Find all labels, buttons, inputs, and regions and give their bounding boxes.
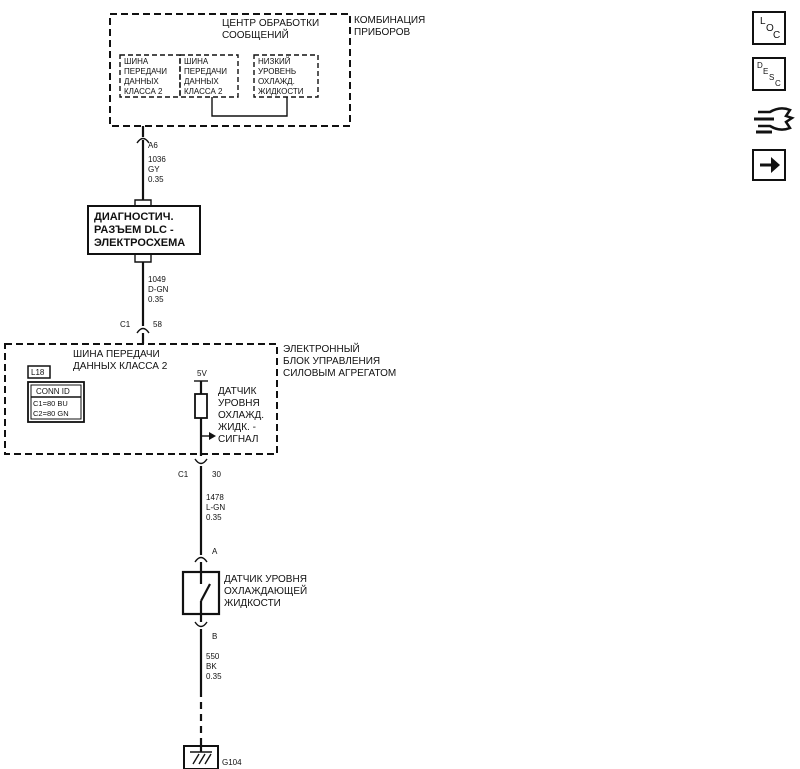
switch-blade xyxy=(200,583,211,602)
ecm-title: ЭЛЕКТРОННЫЙ БЛОК УПРАВЛЕНИЯ СИЛОВЫМ АГРЕ… xyxy=(283,342,396,379)
dlc-box xyxy=(87,205,201,255)
wire-3-label: 1478 L-GN 0.35 xyxy=(206,493,227,522)
ecm-top-pin: 58 xyxy=(153,320,162,329)
svg-text:L: L xyxy=(760,16,766,27)
arrow-right-icon[interactable] xyxy=(752,149,786,181)
sensor-top-arc xyxy=(194,556,208,563)
svg-text:O: O xyxy=(766,23,774,34)
conn-id-rows: C1=80 BU C2=80 GN xyxy=(33,399,70,418)
svg-text:E: E xyxy=(763,67,768,76)
cluster-pin-label: A6 xyxy=(148,141,158,150)
wire-4-label: 550 BK 0.35 xyxy=(206,652,222,681)
desc-button[interactable]: D E S C xyxy=(752,57,786,91)
ecm-top-arc xyxy=(136,327,150,334)
ecm-box xyxy=(4,343,278,455)
bus-label-1: ШИНА ПЕРЕДАЧИ ДАННЫХ КЛАССА 2 xyxy=(124,57,169,96)
ecm-bottom-pin: 30 xyxy=(212,470,221,479)
connector-icon[interactable] xyxy=(754,107,795,134)
signal-label: ДАТЧИК УРОВНЯ ОХЛАЖД. ЖИДК. - СИГНАЛ xyxy=(218,386,267,445)
svg-text:C: C xyxy=(775,79,781,88)
dlc-top-tab xyxy=(134,199,152,206)
ecm-top-connector: C1 xyxy=(120,320,131,329)
bus-box-2 xyxy=(179,54,239,98)
ref-box xyxy=(27,365,51,379)
sensor-pin-a: A xyxy=(212,547,218,556)
cluster-pin-arc xyxy=(136,137,150,144)
voltage-label: 5V xyxy=(197,369,207,378)
ground-label: G104 xyxy=(222,758,242,767)
wire-2-label: 1049 D-GN 0.35 xyxy=(148,275,171,304)
conn-id-outer xyxy=(27,381,85,423)
low-level-box xyxy=(253,54,319,98)
cluster-title: КОМБИНАЦИЯ ПРИБОРОВ xyxy=(354,15,428,38)
dlc-bottom-tab xyxy=(134,254,152,263)
ground-icon xyxy=(190,740,212,765)
svg-text:D: D xyxy=(757,61,763,70)
sensor-label: ДАТЧИК УРОВНЯ ОХЛАЖДАЮЩЕЙ ЖИДКОСТИ xyxy=(224,574,310,609)
low-level-label: НИЗКИЙ УРОВЕНЬ ОХЛАЖД. ЖИДКОСТИ xyxy=(258,57,304,96)
conn-id-inner xyxy=(30,384,82,420)
conn-id-title: CONN ID xyxy=(36,387,70,396)
message-center-label: ЦЕНТР ОБРАБОТКИ СООБЩЕНИЙ xyxy=(222,18,322,41)
ref-label: L18 xyxy=(31,368,45,377)
svg-text:S: S xyxy=(769,73,774,82)
internal-link xyxy=(211,97,288,117)
signal-arrow-head xyxy=(209,432,216,440)
bus-label-2: ШИНА ПЕРЕДАЧИ ДАННЫХ КЛАССА 2 xyxy=(184,57,229,96)
svg-text:C: C xyxy=(773,30,780,41)
ecm-bottom-arc xyxy=(194,458,208,465)
sensor-bottom-arc xyxy=(194,621,208,628)
ecm-bottom-connector: C1 xyxy=(178,470,189,479)
sensor-pin-b: B xyxy=(212,632,217,641)
wire-1-label: 1036 GY 0.35 xyxy=(148,155,168,184)
ecm-bus-label: ШИНА ПЕРЕДАЧИ ДАННЫХ КЛАССА 2 xyxy=(73,349,168,372)
pullup-resistor xyxy=(194,393,208,419)
dlc-label: ДИАГНОСТИЧ. РАЗЪЕМ DLC - ЭЛЕКТРОСХЕМА xyxy=(94,211,185,249)
loc-button[interactable]: L O C xyxy=(752,11,786,45)
